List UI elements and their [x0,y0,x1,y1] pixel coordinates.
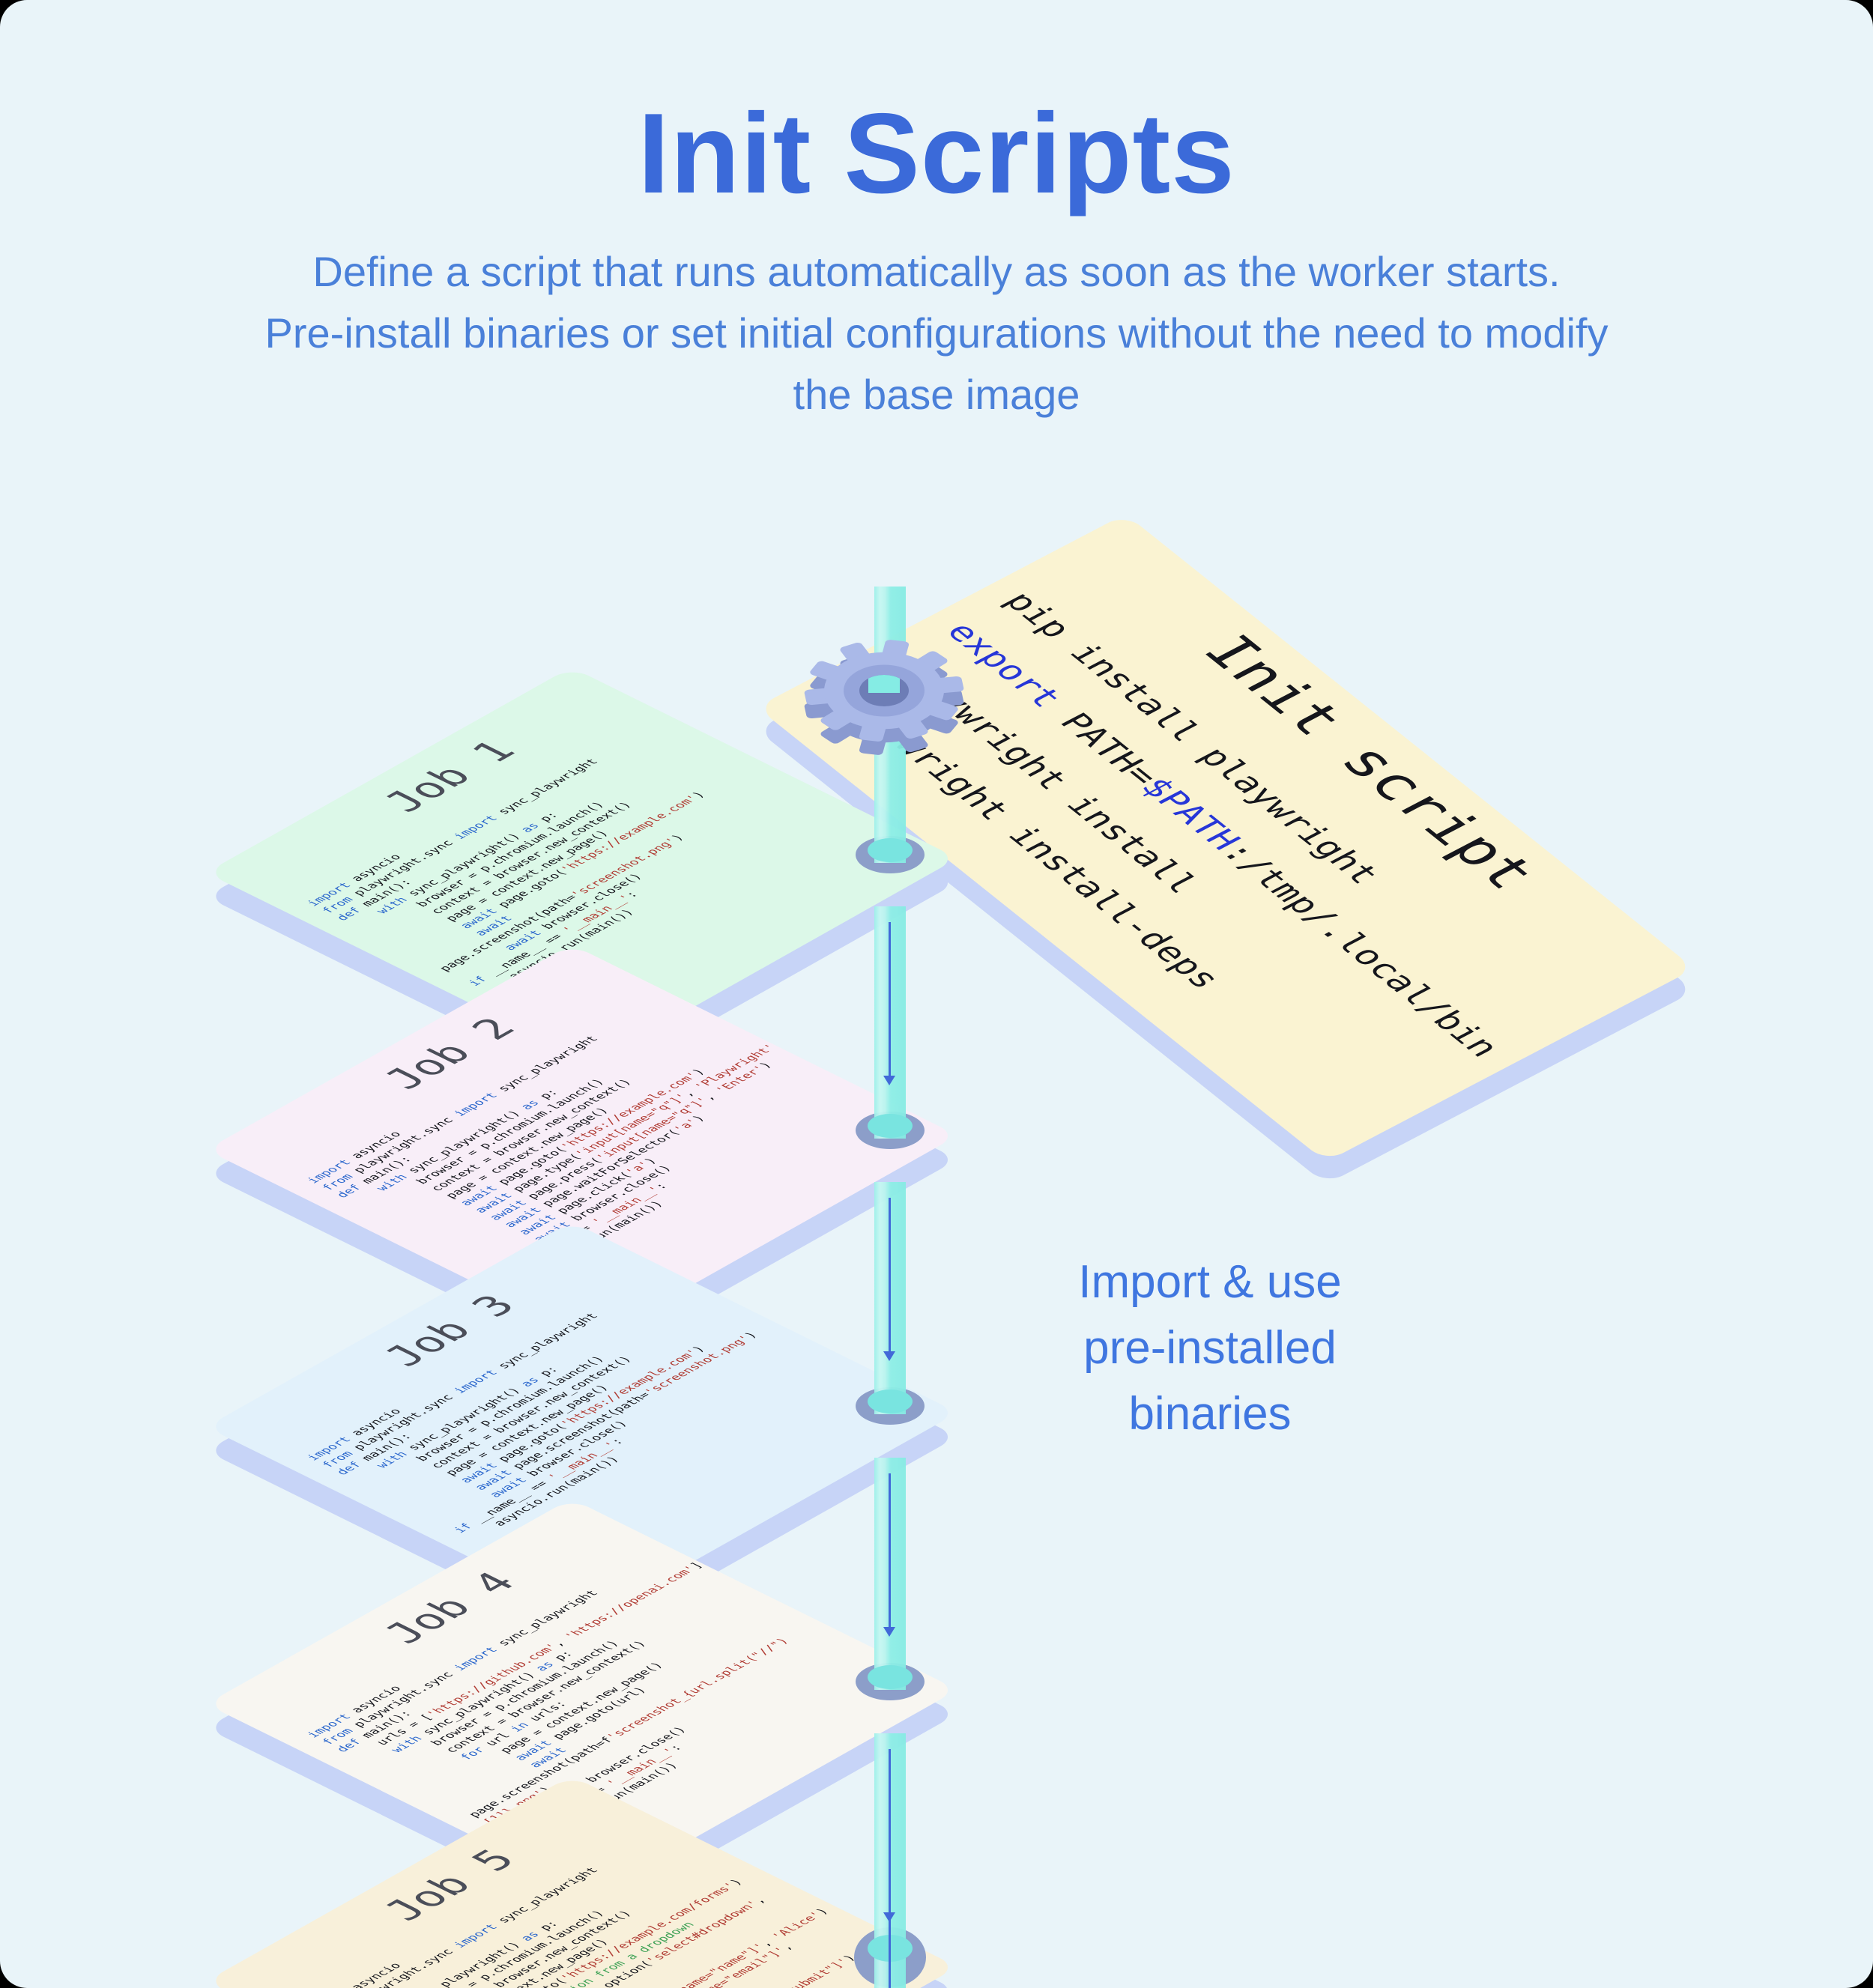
flow-arrow-down-icon [883,1473,895,1637]
side-note: Import & use pre-installed binaries [1078,1256,1342,1440]
pipe-opening [868,838,913,862]
flow-arrow-down-icon [883,1198,895,1361]
flow-arrow-down-icon [883,922,895,1085]
gear-icon [804,640,964,755]
pipe-opening [868,1665,913,1689]
flow-arrow-head-icon [883,1912,895,1922]
page-subtitle: Define a script that runs automatically … [264,248,1609,418]
pipe-opening [868,1390,913,1413]
pipe-opening [868,1114,913,1138]
page-title: Init Scripts [638,90,1235,217]
flow-arrow-down-icon [889,1749,891,1988]
